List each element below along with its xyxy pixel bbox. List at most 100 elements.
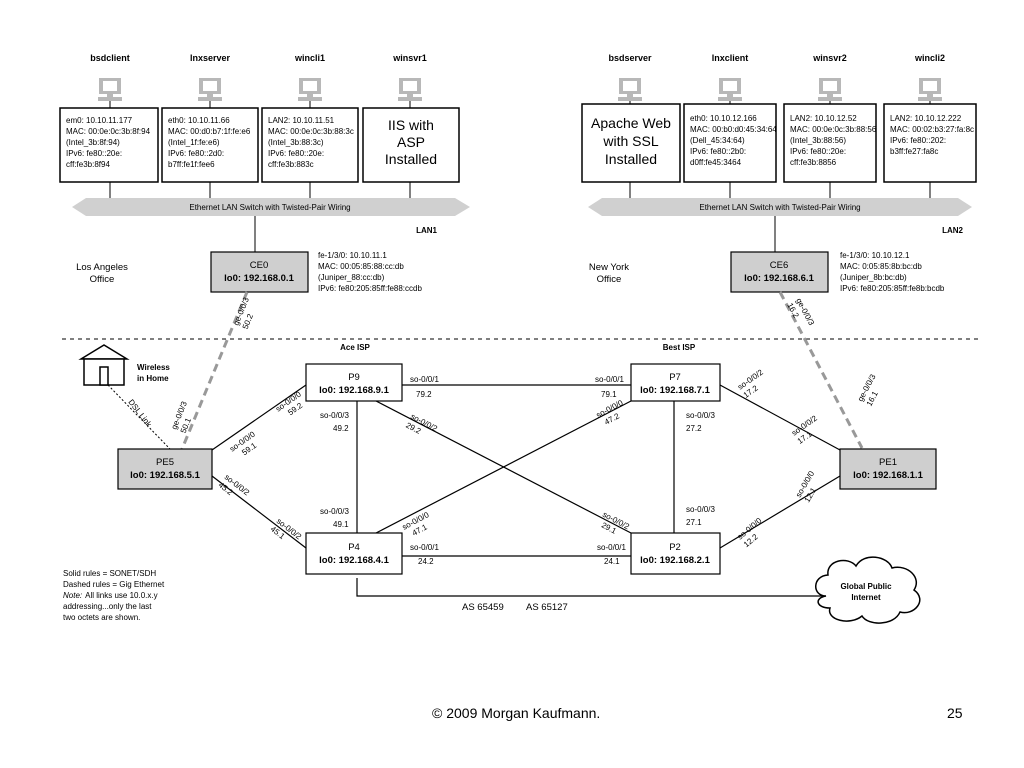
router-p7: P7 lo0: 192.168.7.1 bbox=[630, 363, 721, 402]
interface-labels: ge-0/0/350.2 ge-0/0/350.1 ge-0/0/316.2 g… bbox=[170, 296, 881, 566]
host-title: winsvr2 bbox=[812, 53, 847, 63]
if-num: 24.2 bbox=[418, 557, 434, 566]
host-line: Installed bbox=[605, 151, 657, 167]
legend-line: Solid rules = SONET/SDH bbox=[63, 569, 156, 578]
if-num: 49.2 bbox=[333, 424, 349, 433]
host-line: Apache Web bbox=[591, 115, 671, 131]
router-loopback: lo0: 192.168.9.1 bbox=[319, 385, 389, 396]
if-num: 24.1 bbox=[604, 557, 620, 566]
if-num: 27.1 bbox=[686, 518, 702, 527]
if-num: 27.2 bbox=[686, 424, 702, 433]
router-loopback: lo0: 192.168.2.1 bbox=[640, 555, 710, 566]
host-box bbox=[161, 107, 259, 183]
lan2-label: LAN2 bbox=[942, 226, 963, 235]
host-line: MAC: 00:0e:0c:3b:8f:94 bbox=[66, 127, 151, 136]
router-name: CE6 bbox=[770, 260, 788, 271]
host-title: winsvr1 bbox=[392, 53, 427, 63]
host-line: IPv6: fe80::202: bbox=[890, 136, 946, 145]
svg-text:so-0/0/059.1: so-0/0/059.1 bbox=[228, 429, 263, 461]
if-label: so-0/0/1 bbox=[410, 375, 439, 384]
host-line: MAC: 00:b0:d0:45:34:64 bbox=[690, 125, 777, 134]
router-loopback: lo0: 192.168.5.1 bbox=[130, 470, 200, 481]
host-line: cff:fe3b:8856 bbox=[790, 158, 837, 167]
svg-text:so-0/0/217.1: so-0/0/217.1 bbox=[790, 413, 825, 445]
isp-best: Best ISP bbox=[663, 343, 696, 352]
svg-text:so-0/0/047.2: so-0/0/047.2 bbox=[595, 398, 630, 429]
lan2-switch: Ethernet LAN Switch with Twisted-Pair Wi… bbox=[588, 198, 972, 235]
router-ce6: CE6 lo0: 192.168.6.1 bbox=[730, 251, 829, 293]
host-title: bsdserver bbox=[608, 53, 652, 63]
router-loopback: lo0: 192.168.1.1 bbox=[853, 470, 923, 481]
svg-text:ge-0/0/350.2: ge-0/0/350.2 bbox=[232, 296, 261, 331]
svg-text:so-0/0/012.1: so-0/0/012.1 bbox=[794, 469, 825, 504]
host-box bbox=[261, 107, 359, 183]
ce6-info: MAC: 0:05:85:8b:bc:db bbox=[840, 262, 922, 271]
router-name: PE5 bbox=[156, 457, 174, 468]
host-line: LAN2: 10.10.12.222 bbox=[890, 114, 962, 123]
host-line: (Intel_3b:88:3c) bbox=[268, 138, 324, 147]
if-label: so-0/0/3 bbox=[686, 411, 715, 420]
internet-label: Internet bbox=[851, 593, 881, 602]
router-name: CE0 bbox=[250, 260, 268, 271]
host-line: IPv6: fe80::20e: bbox=[790, 147, 846, 156]
router-loopback: lo0: 192.168.6.1 bbox=[744, 273, 814, 284]
host-line: em0: 10.10.11.177 bbox=[66, 116, 133, 125]
dsl-label: DSL Link bbox=[126, 398, 154, 430]
svg-text:so-0/0/245.2: so-0/0/245.2 bbox=[217, 472, 252, 505]
router-pe1: PE1 lo0: 192.168.1.1 bbox=[839, 448, 937, 490]
router-ce0: CE0 lo0: 192.168.0.1 bbox=[210, 251, 309, 293]
router-loopback: lo0: 192.168.7.1 bbox=[640, 385, 710, 396]
legend: Solid rules = SONET/SDH Dashed rules = G… bbox=[63, 569, 165, 622]
svg-text:so-0/0/245.1: so-0/0/245.1 bbox=[269, 516, 304, 549]
svg-text:so-0/0/229.1: so-0/0/229.1 bbox=[596, 510, 631, 541]
ce0-info: IPv6: fe80:205:85ff:fe88:ccdb bbox=[318, 284, 422, 293]
host-title: lnxserver bbox=[190, 53, 231, 63]
ce0-info: (Juniper_88:cc:db) bbox=[318, 273, 385, 282]
host-line: (Intel_3b:88:56) bbox=[790, 136, 846, 145]
copyright: © 2009 Morgan Kaufmann. bbox=[432, 705, 601, 721]
isp-ace: Ace ISP bbox=[340, 343, 370, 352]
host-line: ASP bbox=[397, 134, 425, 150]
router-name: P2 bbox=[669, 542, 681, 553]
host-title: wincli2 bbox=[914, 53, 945, 63]
host-line: MAC: 00:0e:0c:3b:88:56 bbox=[790, 125, 877, 134]
legend-line: All links use 10.0.x.y bbox=[85, 591, 157, 600]
if-num: 49.1 bbox=[333, 520, 349, 529]
if-label: so-0/0/1 bbox=[410, 543, 439, 552]
host-line: IPv6: fe80::20e: bbox=[268, 149, 324, 158]
switch-label: Ethernet LAN Switch with Twisted-Pair Wi… bbox=[189, 203, 350, 212]
host-title: wincli1 bbox=[294, 53, 325, 63]
host-title: bsdclient bbox=[90, 53, 130, 63]
svg-text:so-0/0/047.1: so-0/0/047.1 bbox=[401, 510, 436, 541]
host-line: (Intel_3b:8f:94) bbox=[66, 138, 120, 147]
host-line: b3ff:fe27:fa8c bbox=[890, 147, 938, 156]
host-box bbox=[581, 103, 681, 183]
router-p9: P9 lo0: 192.168.9.1 bbox=[305, 363, 403, 402]
host-line: eth0: 10.10.12.166 bbox=[690, 114, 757, 123]
office-la: Office bbox=[90, 274, 115, 285]
host-line: MAC: 00:d0:b7:1f:fe:e6 bbox=[168, 127, 251, 136]
host-line: LAN2: 10.10.12.52 bbox=[790, 114, 857, 123]
if-label: so-0/0/3 bbox=[320, 507, 349, 516]
host-box bbox=[883, 103, 977, 183]
router-p4: P4 lo0: 192.168.4.1 bbox=[305, 532, 403, 575]
if-label: so-0/0/1 bbox=[597, 543, 626, 552]
host-line: MAC: 00:02:b3:27:fa:8c bbox=[890, 125, 974, 134]
router-p2: P2 lo0: 192.168.2.1 bbox=[630, 532, 721, 575]
office-la: Los Angeles bbox=[76, 262, 128, 273]
switch-label: Ethernet LAN Switch with Twisted-Pair Wi… bbox=[699, 203, 860, 212]
host-line: Installed bbox=[385, 151, 437, 167]
